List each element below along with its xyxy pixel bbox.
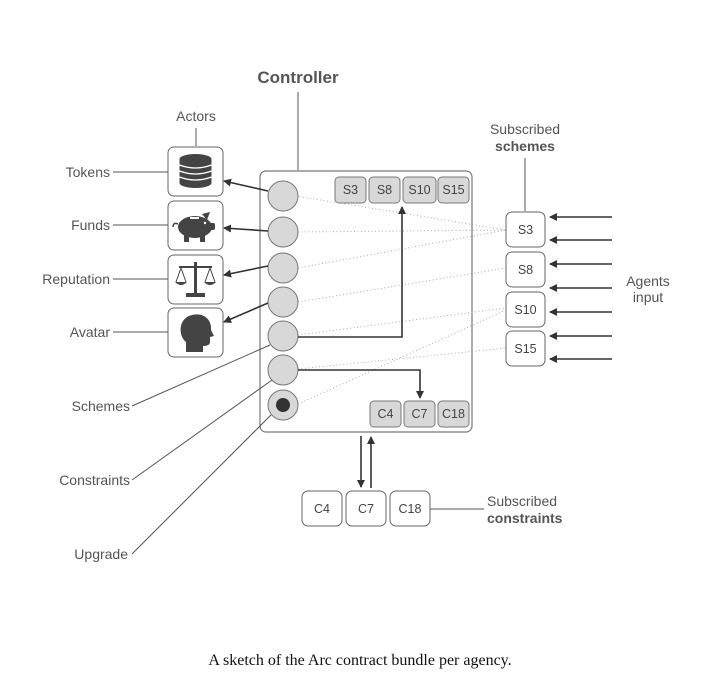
- dotted-link: [295, 195, 507, 231]
- scheme-box-label: S10: [514, 303, 536, 317]
- header-scheme-label: S8: [377, 183, 392, 197]
- upgrade-dot: [276, 398, 290, 412]
- actor-arrows: [223, 178, 269, 323]
- header-scheme-chip: [402, 176, 437, 204]
- actor-labels: Tokens Funds Reputation Avatar: [42, 164, 168, 340]
- avatar-slot: [267, 286, 299, 318]
- scheme-box-label: S8: [518, 263, 533, 277]
- scales-icon: [175, 262, 216, 297]
- constraint-box-label: C4: [314, 502, 330, 516]
- schemes-route-arrow: [298, 206, 406, 338]
- header-constraint-chip: [437, 400, 470, 428]
- head-profile-icon: [180, 314, 214, 352]
- header-constraint-chip: [403, 400, 436, 428]
- piggy-bank-icon: [172, 212, 215, 242]
- arrow-to-reputation: [223, 265, 269, 278]
- reputation-label: Reputation: [42, 271, 110, 287]
- schemes-leader: [131, 344, 271, 407]
- constraints-slot: [267, 354, 299, 386]
- controller-slots: [267, 180, 299, 421]
- header-scheme-chip: [368, 176, 401, 204]
- header-scheme-chip: [437, 176, 470, 204]
- upgrade-label: Upgrade: [74, 546, 128, 562]
- coin-stack-icon: [179, 154, 212, 188]
- upgrade-leader: [131, 414, 272, 555]
- subscribed-constraints-label: Subscribed: [487, 493, 557, 509]
- constraint-box-label: C7: [358, 502, 374, 516]
- actors-label: Actors: [176, 108, 216, 124]
- header-constraint-chip: [369, 400, 402, 428]
- subscribed-constraints-label-bold: constraints: [487, 510, 563, 526]
- subscribed-constraint-boxes: C4 C7 C18: [301, 490, 431, 527]
- constraint-box: [301, 490, 343, 527]
- constraint-box: [345, 490, 387, 527]
- agent-input-arrows: [549, 213, 612, 363]
- header-scheme-chip: [334, 176, 367, 204]
- scheme-box: [505, 330, 546, 367]
- constraints-label: Constraints: [59, 472, 130, 488]
- header-scheme-label: S10: [408, 183, 430, 197]
- funds-slot: [267, 216, 299, 248]
- scheme-box: [505, 291, 546, 328]
- actor-boxes: [167, 146, 224, 358]
- controller-title: Controller: [257, 68, 339, 87]
- figure-caption: A sketch of the Arc contract bundle per …: [208, 652, 511, 669]
- agents-input-label-2: input: [633, 289, 663, 305]
- controller-constraint-chips: C4 C7 C18: [369, 400, 470, 428]
- scheme-box: [505, 211, 546, 248]
- header-constraint-label: C7: [412, 407, 428, 421]
- agents-input-label: Agents: [626, 273, 670, 289]
- constraint-box-label: C18: [399, 502, 422, 516]
- tokens-label: Tokens: [66, 164, 110, 180]
- schemes-slot: [267, 320, 299, 352]
- scheme-box: [505, 251, 546, 288]
- avatar-label: Avatar: [70, 324, 111, 340]
- constraints-leader: [131, 379, 273, 481]
- controller-scheme-chips: S3 S8 S10 S15: [334, 176, 470, 204]
- tokens-slot: [267, 180, 299, 212]
- arrow-to-funds: [223, 224, 269, 233]
- header-scheme-label: S15: [442, 183, 464, 197]
- scheme-box-label: S15: [514, 342, 536, 356]
- header-constraint-label: C4: [378, 407, 394, 421]
- subscribed-schemes-label: Subscribed: [490, 121, 560, 137]
- scheme-box-label: S3: [518, 223, 533, 237]
- subscribed-scheme-boxes: S3 S8 S10 S15: [505, 211, 546, 367]
- funds-label: Funds: [71, 217, 110, 233]
- controller-box: [259, 170, 473, 433]
- slot-labels: Schemes Constraints Upgrade: [59, 344, 273, 562]
- arrow-to-avatar: [223, 302, 269, 323]
- subscribed-schemes-label-bold: schemes: [495, 138, 555, 154]
- schemes-label: Schemes: [72, 398, 130, 414]
- reputation-slot: [267, 252, 299, 284]
- header-constraint-label: C18: [442, 407, 465, 421]
- constraints-route-arrow: [298, 369, 424, 399]
- header-scheme-label: S3: [343, 183, 358, 197]
- arrow-to-tokens: [223, 178, 269, 192]
